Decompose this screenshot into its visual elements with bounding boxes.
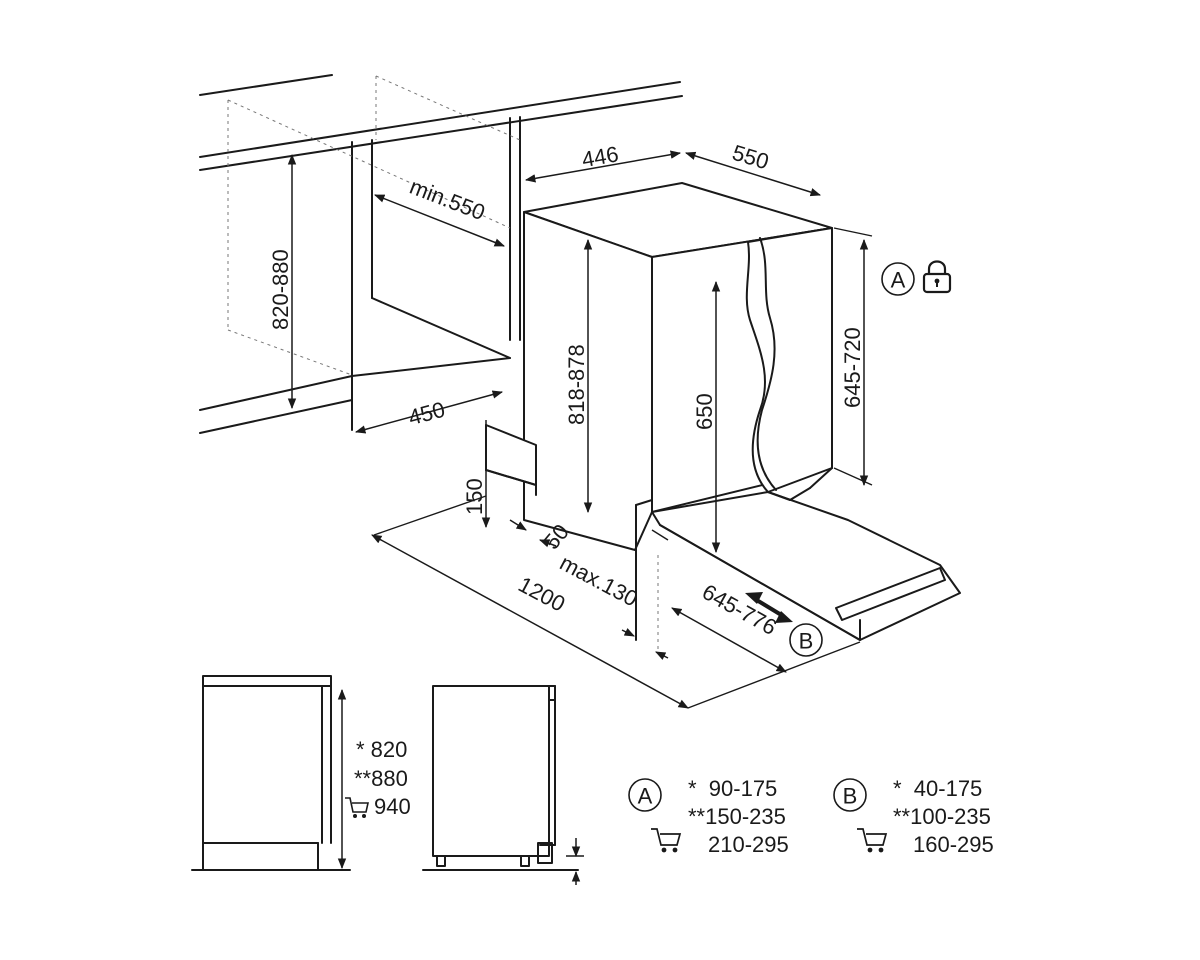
legend-b-row1: * 40-175 xyxy=(893,776,982,801)
shopping-cart-icon xyxy=(857,828,888,853)
side-view-dishwasher xyxy=(422,685,584,885)
shopping-cart-icon xyxy=(651,828,682,853)
legend-a-row2: **150-235 xyxy=(688,804,786,829)
legend-a: A * 90-175 **150-235 210-295 xyxy=(628,776,789,857)
dim-820-880: 820-880 xyxy=(268,249,293,330)
dim-150: 150 xyxy=(462,478,487,515)
dim-645-720: 645-720 xyxy=(840,327,865,408)
shopping-cart-icon xyxy=(345,797,369,818)
double-arrow-icon xyxy=(745,592,793,623)
marker-a: A xyxy=(881,262,915,296)
marker-b-label: B xyxy=(799,629,814,654)
padlock-icon xyxy=(922,260,952,294)
marker-b: B xyxy=(789,623,823,657)
legend-b-label: B xyxy=(843,784,858,809)
legend-b-row2: **100-235 xyxy=(893,804,991,829)
legend-b: B * 40-175 **100-235 160-295 xyxy=(833,776,994,857)
dim-max-130: max.130 xyxy=(556,550,642,612)
side-view-heights: * 820 **880 940 xyxy=(345,737,411,819)
dim-446: 446 xyxy=(580,141,621,172)
legend-b-row3: 160-295 xyxy=(913,832,994,857)
legend-a-label: A xyxy=(638,784,653,809)
dim-818-878: 818-878 xyxy=(564,344,589,425)
side-height-880: **880 xyxy=(354,766,408,791)
legend-a-row1: * 90-175 xyxy=(688,776,777,801)
marker-a-label: A xyxy=(891,268,906,293)
dim-650: 650 xyxy=(692,393,717,430)
dim-min-550: min.550 xyxy=(406,174,488,225)
dim-1200: 1200 xyxy=(514,572,569,617)
side-height-940: 940 xyxy=(374,794,411,819)
side-view-cabinet xyxy=(191,675,351,871)
side-height-820: * 820 xyxy=(356,737,407,762)
legend-a-row3: 210-295 xyxy=(708,832,789,857)
door-panel xyxy=(651,227,961,641)
dimension-lines xyxy=(287,150,873,709)
dim-450: 450 xyxy=(406,397,448,431)
